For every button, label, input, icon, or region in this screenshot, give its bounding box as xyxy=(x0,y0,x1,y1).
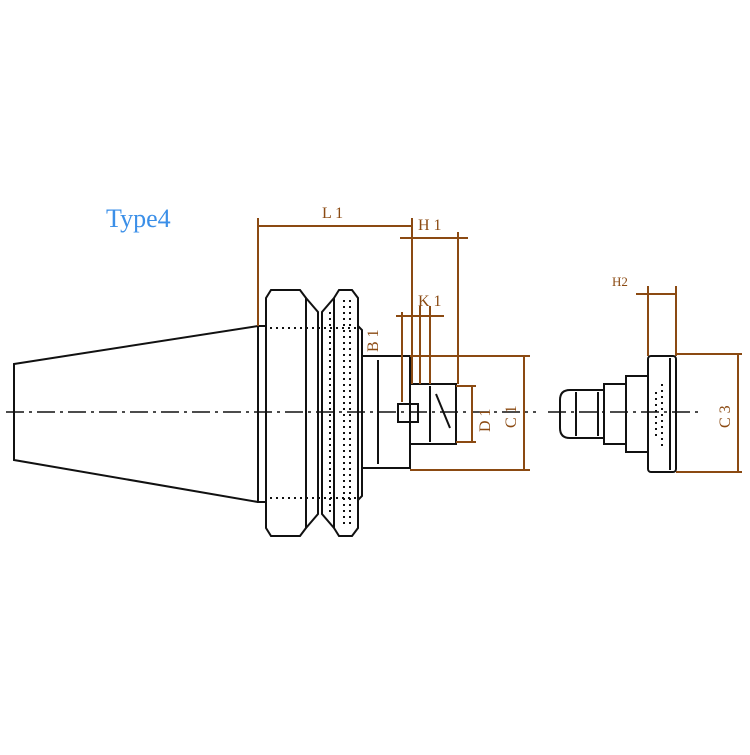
label-l1: L 1 xyxy=(322,205,343,222)
cutter-head xyxy=(409,383,457,445)
label-b1: B 1 xyxy=(365,329,382,352)
arbor-outline xyxy=(559,355,677,473)
arbor-shoulder xyxy=(603,383,627,445)
arbor-disk xyxy=(647,355,677,473)
drive-key xyxy=(397,403,419,423)
flange-ring-right xyxy=(333,289,359,537)
flange-base xyxy=(257,325,267,503)
arbor-pin xyxy=(559,389,605,439)
label-k1: K 1 xyxy=(418,293,442,310)
label-h2: H2 xyxy=(612,274,628,289)
arbor-collar xyxy=(625,375,649,453)
label-c1: C 1 xyxy=(503,405,520,428)
diagram-title: Type4 xyxy=(106,204,171,233)
dimension-lines xyxy=(257,218,742,473)
hidden-lines xyxy=(270,300,356,526)
dimension-labels: L 1 H 1 K 1 B 1 D 1 C 1 H2 C 3 xyxy=(322,205,734,432)
arbor-hidden-lines xyxy=(655,384,663,446)
v-groove xyxy=(305,297,335,529)
label-h1: H 1 xyxy=(418,217,442,234)
taper-shank xyxy=(13,325,259,503)
holder-outline xyxy=(13,289,457,537)
cutter-head-chamfer xyxy=(435,393,451,429)
flange-ring-left xyxy=(265,289,307,537)
label-c3: C 3 xyxy=(717,405,734,428)
label-d1: D 1 xyxy=(477,408,494,432)
